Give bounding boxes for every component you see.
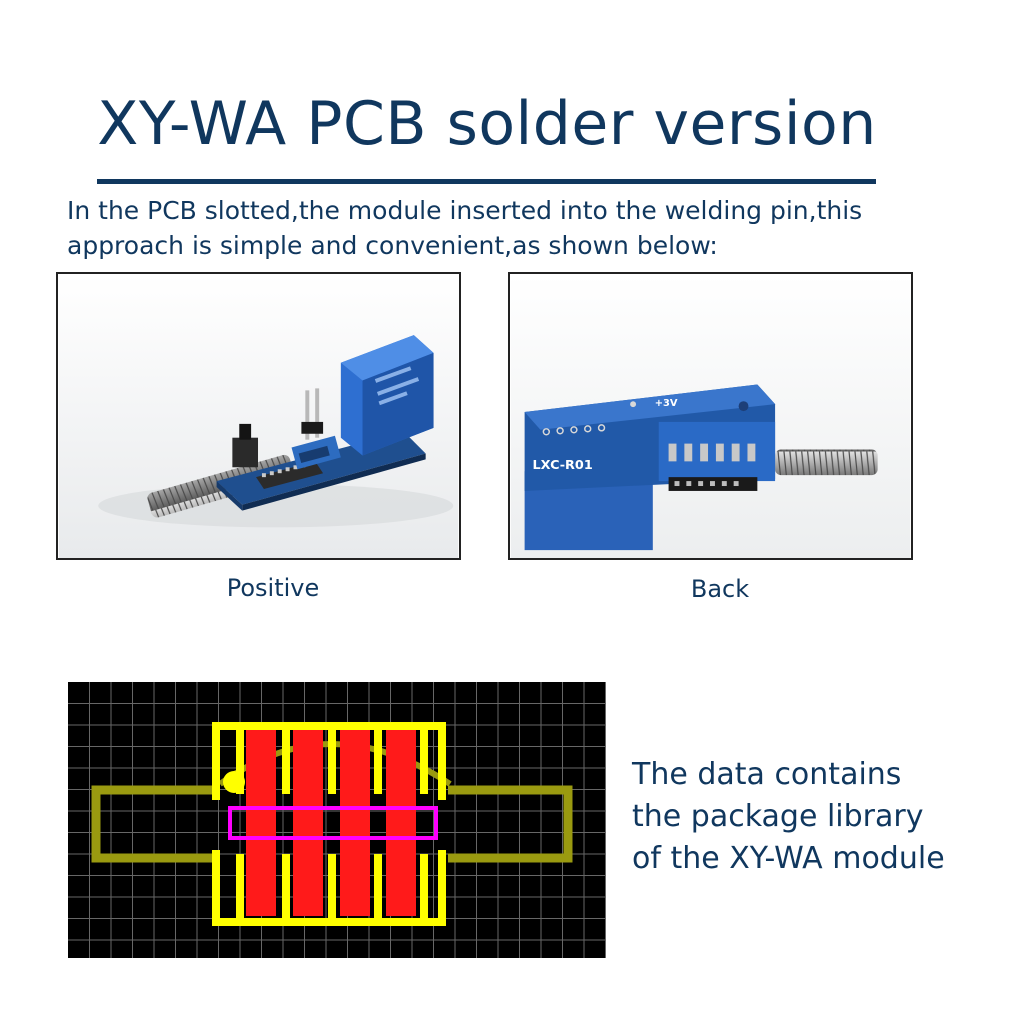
- title-divider: [97, 179, 876, 184]
- silkscreen-right-tab: [448, 785, 573, 863]
- package-description: The data contains the package library of…: [632, 754, 945, 880]
- description-line-1: The data contains: [632, 757, 902, 792]
- pad-outline-bottom: [212, 850, 446, 926]
- back-photo: LXC-R01 +3V: [508, 272, 913, 560]
- pin-silk-label: +3V: [655, 398, 678, 409]
- intro-line-2: approach is simple and convenient,as sho…: [67, 231, 718, 260]
- positive-photo: [56, 272, 461, 560]
- pcb-pads: [246, 730, 416, 916]
- description-line-2: the package library: [632, 799, 924, 834]
- intro-line-1: In the PCB slotted,the module inserted i…: [67, 196, 863, 225]
- pad-outline-top: [212, 722, 446, 800]
- positive-photo-image: [58, 274, 459, 558]
- back-caption: Back: [690, 575, 750, 603]
- component-outline: [228, 806, 438, 840]
- description-line-3: of the XY-WA module: [632, 841, 945, 876]
- page-title: XY-WA PCB solder version: [97, 89, 877, 159]
- pcb-footprint-diagram: [68, 682, 606, 958]
- silkscreen-left-tab: [91, 785, 214, 863]
- board-silk-label: LXC-R01: [533, 458, 593, 473]
- positive-caption: Positive: [226, 574, 320, 602]
- pin1-marker: [223, 771, 245, 793]
- back-photo-image: LXC-R01 +3V: [510, 274, 911, 558]
- intro-text: In the PCB slotted,the module inserted i…: [67, 193, 967, 263]
